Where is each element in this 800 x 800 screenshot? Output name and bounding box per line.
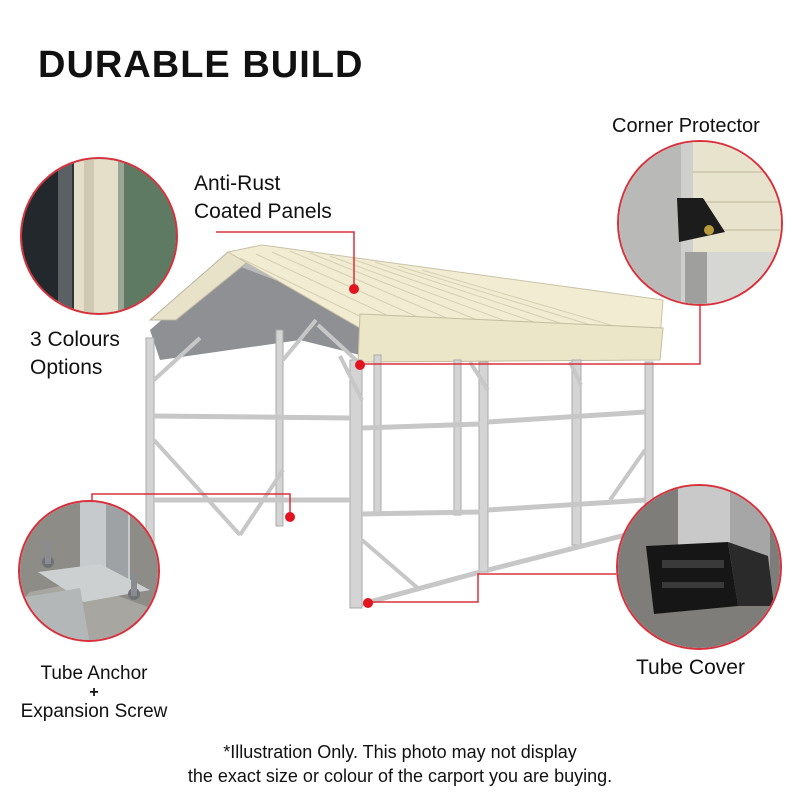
roof-fascia — [357, 313, 664, 363]
tube-cover-label: Tube Cover — [636, 656, 745, 679]
dot-anchor — [285, 512, 295, 522]
corner-protector-inset-photo — [617, 140, 783, 306]
tube-anchor-label: Tube Anchor + Expansion Screw — [0, 662, 188, 724]
anchor-plus: + — [89, 684, 99, 701]
anchor-line3: Expansion Screw — [20, 701, 168, 722]
anti-rust-label: Anti-Rust Coated Panels — [194, 170, 332, 226]
tube-cover-inset-photo — [616, 484, 782, 650]
dot-anti-rust — [349, 284, 359, 294]
callout-dots — [285, 284, 373, 608]
anchor-line1: Tube Anchor — [40, 663, 148, 684]
dot-cover — [363, 598, 373, 608]
disclaimer: *Illustration Only. This photo may not d… — [0, 740, 800, 788]
page-title: DURABLE BUILD — [38, 44, 364, 86]
dot-corner — [355, 360, 365, 370]
anti-rust-line2: Coated Panels — [194, 200, 332, 223]
colours-inset-photo — [20, 157, 178, 315]
anti-rust-line1: Anti-Rust — [194, 172, 281, 195]
colours-line1: 3 Colours — [30, 328, 120, 351]
colours-line2: Options — [30, 356, 103, 379]
disclaimer-line1: *Illustration Only. This photo may not d… — [223, 742, 577, 762]
disclaimer-line2: the exact size or colour of the carport … — [187, 766, 613, 786]
colours-label: 3 Colours Options — [30, 326, 120, 382]
corner-protector-label: Corner Protector — [612, 115, 760, 137]
frame-posts — [145, 329, 654, 609]
tube-anchor-inset-photo — [18, 500, 160, 642]
